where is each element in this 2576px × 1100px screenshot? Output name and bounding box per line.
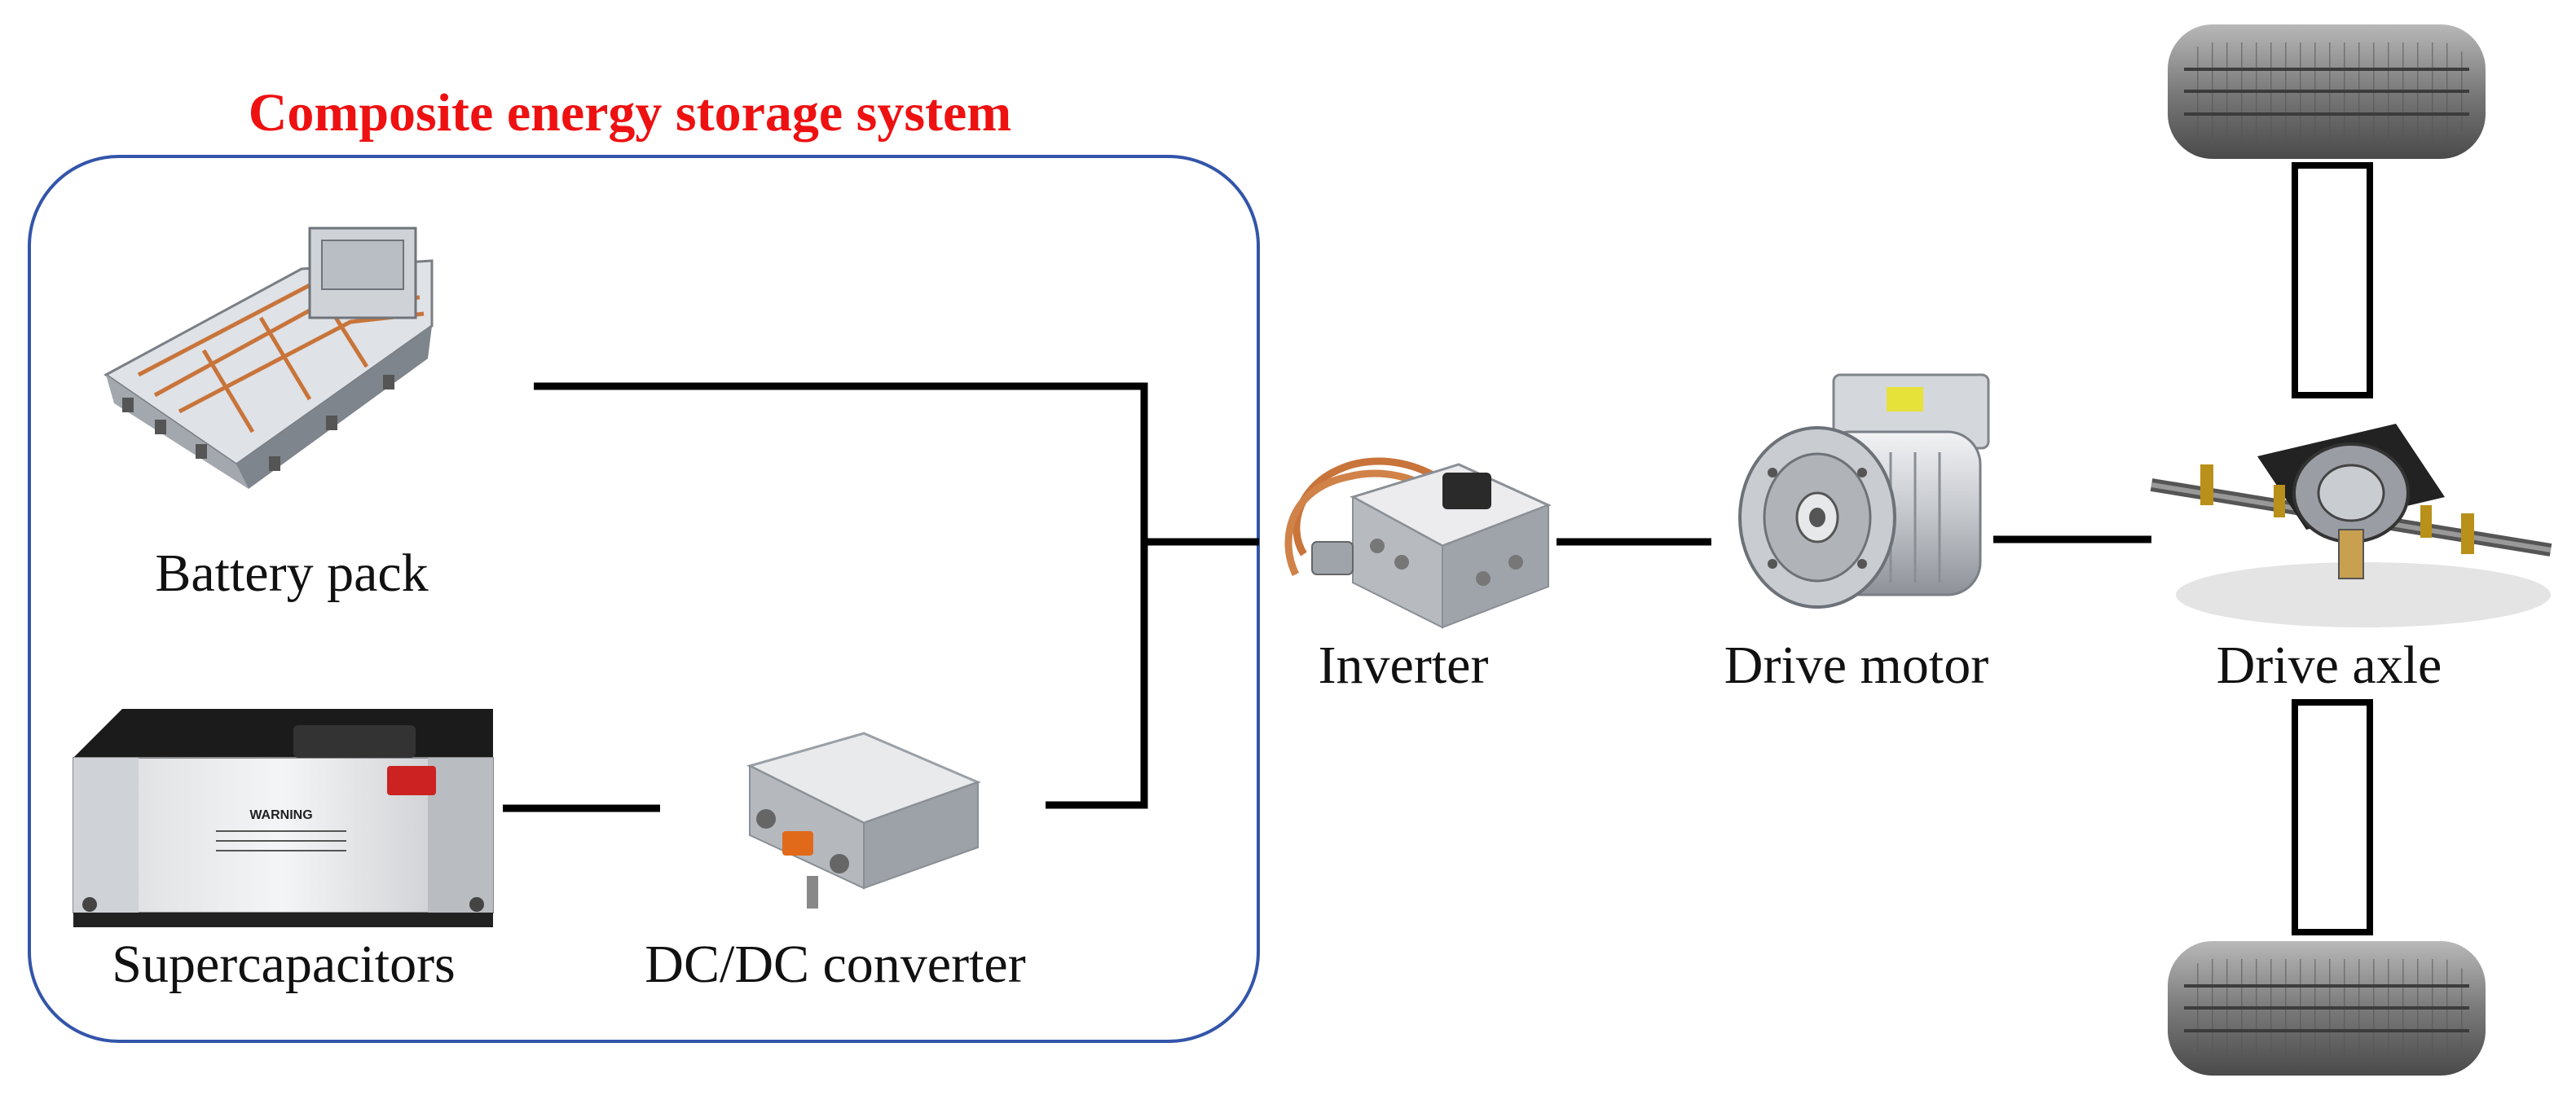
drive-motor-label: Drive motor — [1724, 636, 1988, 695]
dcdc-converter-icon — [746, 732, 982, 909]
storage-system-title: Composite energy storage system — [249, 83, 1012, 143]
battery-pack-icon — [103, 227, 434, 489]
supercapacitor-module-icon: WARNING — [73, 709, 494, 927]
supercapacitors-label: Supercapacitors — [112, 935, 456, 994]
dcdc-converter-label: DC/DC converter — [645, 935, 1025, 994]
tire-icon — [2168, 941, 2486, 1076]
wiring — [503, 162, 2373, 935]
drive-axle-label: Drive axle — [2217, 636, 2442, 695]
electric-motor-icon — [1738, 373, 1990, 609]
upper-axle-shaft — [2292, 162, 2373, 398]
lower-axle-shaft — [2292, 699, 2373, 935]
battery-wire — [534, 382, 1148, 542]
warning-decal: WARNING — [249, 808, 312, 822]
drive-axle-icon — [2150, 424, 2552, 627]
battery-pack-label: Battery pack — [155, 543, 428, 603]
inverter-icon — [1284, 457, 1552, 629]
inverter-label: Inverter — [1319, 636, 1489, 695]
tire-icon — [2168, 24, 2486, 159]
storage-system-frame — [28, 155, 1260, 1043]
dcdc-wire — [1046, 542, 1148, 809]
